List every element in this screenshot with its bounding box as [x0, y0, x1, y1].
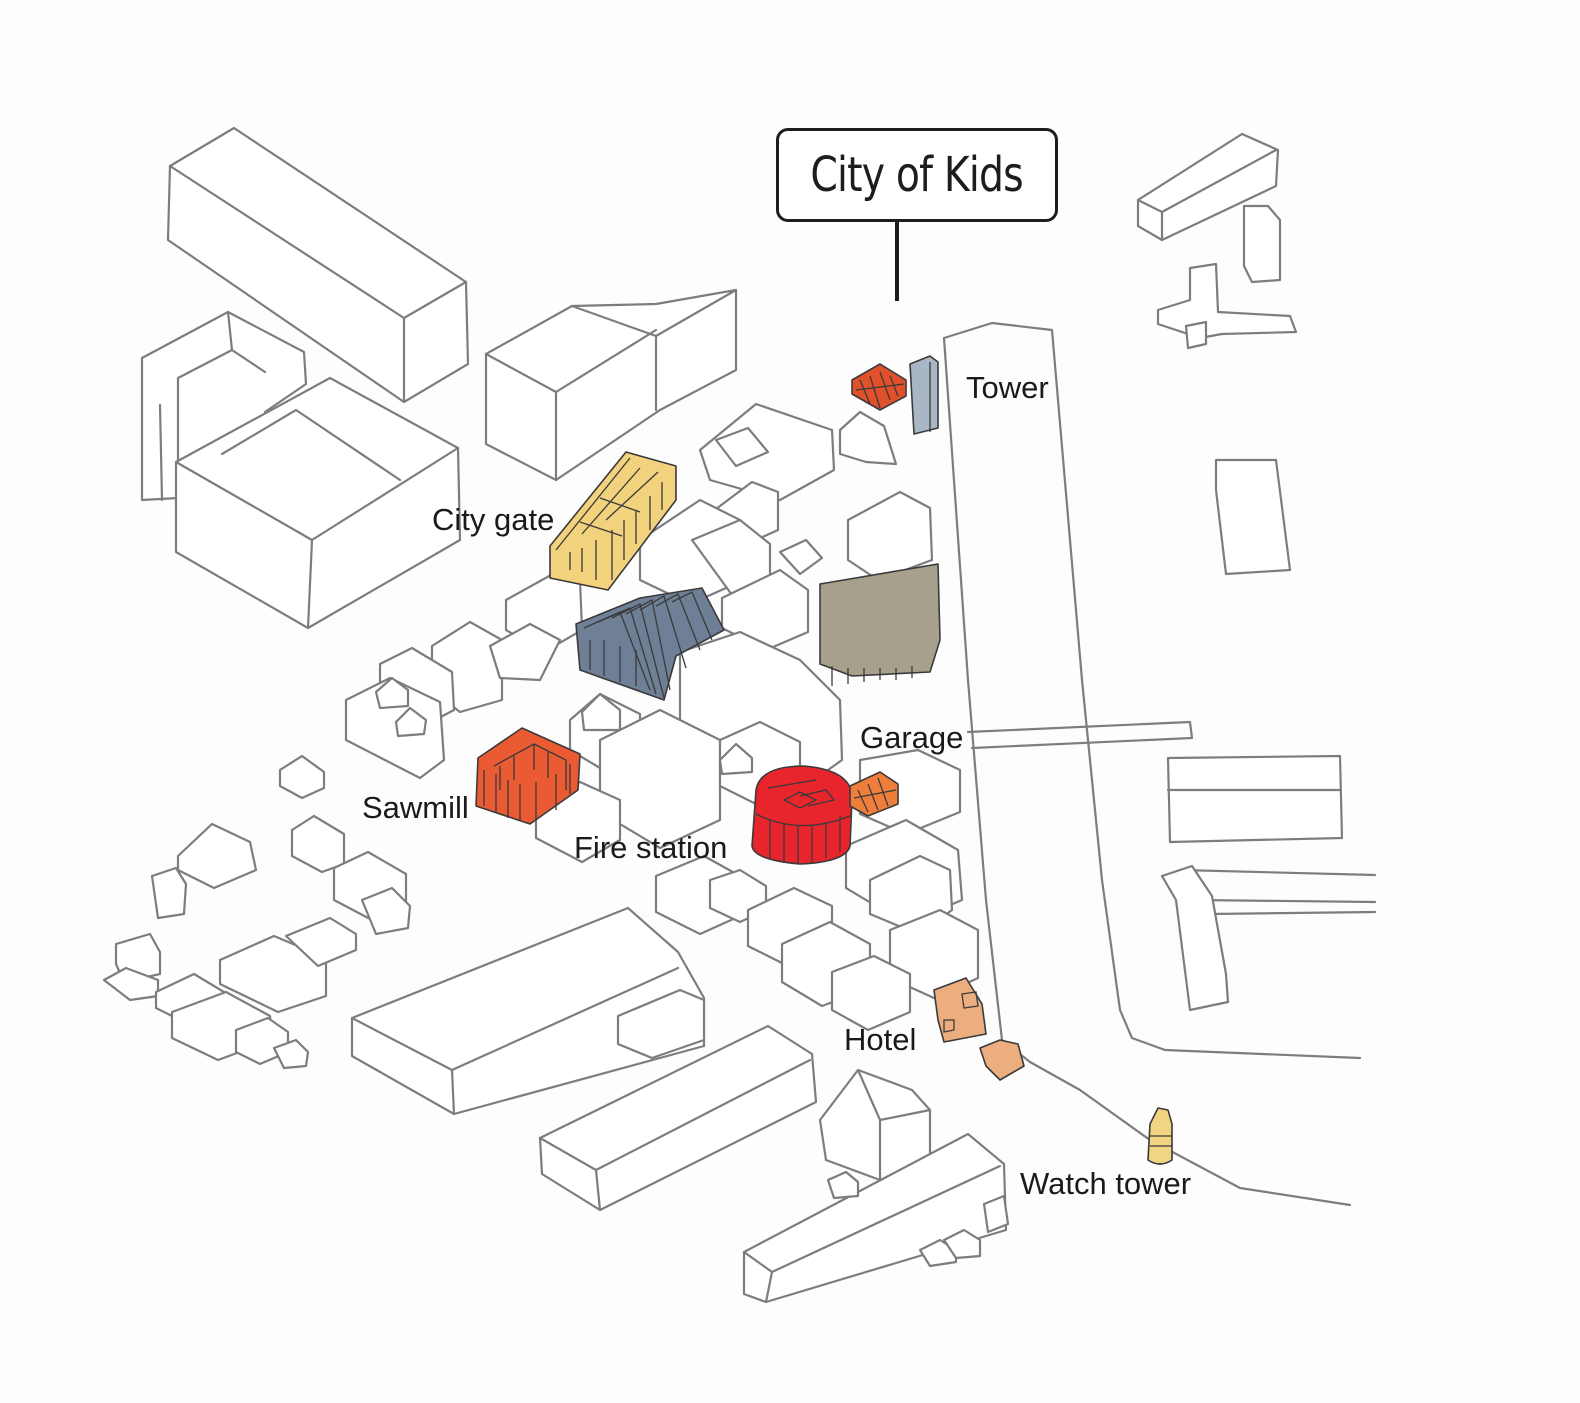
house-c	[580, 692, 622, 732]
south-tiny-4	[826, 1170, 860, 1200]
south-tiny-3	[982, 1194, 1010, 1234]
hotel-shape[interactable]	[933, 977, 987, 1043]
city-of-kids-sign: City of Kids	[776, 128, 1058, 222]
east-block-3	[1160, 864, 1230, 1012]
label-sawmill[interactable]: Sawmill	[362, 790, 469, 825]
long-hall-north	[166, 126, 470, 404]
ne-small-square	[1184, 320, 1208, 350]
garage-shape[interactable]	[819, 563, 941, 677]
house-b	[394, 706, 428, 738]
cube-m2	[714, 426, 770, 468]
cube-m14	[488, 622, 562, 682]
tower-shape[interactable]	[909, 355, 939, 435]
south-house-cluster	[818, 1068, 932, 1182]
label-garage[interactable]: Garage	[860, 720, 964, 755]
main-road-right-edge	[942, 321, 1362, 1060]
cube-m13	[344, 676, 446, 780]
label-watch-tower[interactable]: Watch tower	[1020, 1166, 1192, 1201]
cube-m20	[858, 748, 962, 836]
west-cube-3	[290, 814, 346, 874]
east-block-1	[1214, 458, 1292, 576]
main-road-left-edge	[942, 336, 1352, 1207]
label-tower[interactable]: Tower	[966, 370, 1049, 405]
house-d	[718, 742, 754, 776]
south-shed-east	[742, 1132, 1008, 1304]
building-outlines	[102, 126, 1344, 1304]
hotel-annex	[979, 1039, 1025, 1081]
road-network	[942, 321, 1377, 1207]
west-cube-10	[284, 916, 358, 968]
label-hotel[interactable]: Hotel	[844, 1022, 917, 1057]
map-title: City of Kids	[810, 147, 1024, 203]
west-cube-6	[150, 866, 188, 920]
highlighted-buildings	[475, 355, 1173, 1165]
cube-m8	[846, 490, 934, 582]
house-a	[374, 676, 410, 710]
east-block-2	[1166, 754, 1344, 844]
west-cube-2	[176, 822, 258, 890]
west-cube-5	[360, 886, 412, 936]
west-cube-14	[272, 1038, 310, 1070]
l-shaped-block	[174, 376, 462, 630]
south-shed-annex	[616, 988, 706, 1060]
ne-small-bar	[1242, 204, 1282, 284]
sign-post	[895, 222, 899, 301]
sawmill-shape[interactable]	[475, 727, 581, 825]
east-street-3	[1208, 910, 1377, 916]
cross-street	[966, 720, 1194, 750]
east-street-1	[1178, 868, 1377, 877]
cube-m28	[830, 954, 912, 1032]
small-house-tower-base	[838, 410, 898, 466]
label-city-gate[interactable]: City gate	[432, 502, 555, 537]
west-cube-1	[278, 754, 326, 800]
west-cube-9	[218, 934, 328, 1014]
east-street-2	[1193, 898, 1377, 904]
fire-station-shape[interactable]	[751, 765, 853, 865]
label-fire-station[interactable]: Fire station	[574, 830, 728, 865]
south-tiny-2	[942, 1228, 982, 1260]
twin-blocks-north	[484, 288, 738, 482]
cube-m6	[778, 538, 824, 576]
west-cube-8	[102, 966, 160, 1002]
